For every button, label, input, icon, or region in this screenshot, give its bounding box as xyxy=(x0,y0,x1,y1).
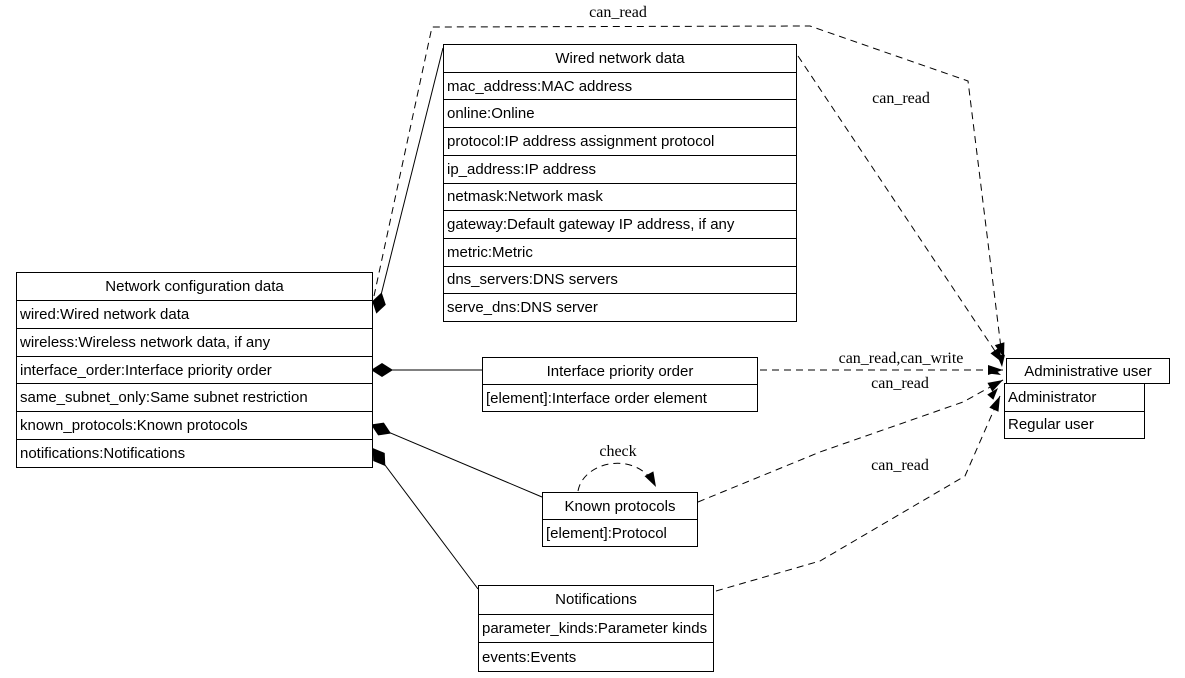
edge-label-can-read-top: can_read xyxy=(589,4,647,21)
arrowhead-icon xyxy=(988,366,1001,375)
node-title: Wired network data xyxy=(555,49,685,67)
attribute-row: [element]:Protocol xyxy=(543,519,697,546)
attribute-row: Administrator xyxy=(1008,388,1097,406)
arrowhead-icon xyxy=(994,342,1005,358)
interface-priority-node: Interface priority order [element]:Inter… xyxy=(482,357,758,412)
wired-network-node: Wired network data mac_address:MAC addre… xyxy=(443,44,797,322)
node-title: Interface priority order xyxy=(546,362,694,380)
attribute-row: protocol:IP address assignment protocol xyxy=(444,127,796,155)
edge-comp-wired xyxy=(378,47,444,304)
node-title: Known protocols xyxy=(564,497,676,515)
arrowhead-icon xyxy=(989,396,1000,412)
attribute-row: Regular user xyxy=(1005,410,1144,439)
attribute-row: ip_address:IP address xyxy=(444,154,796,183)
edge-notifications-canread xyxy=(715,395,1001,592)
attribute-row: online:Online xyxy=(444,99,796,127)
node-title: Administrative user xyxy=(1024,362,1152,380)
attribute-row: interface_order:Interface priority order xyxy=(17,355,372,384)
node-title: Notifications xyxy=(555,591,637,609)
edge-comp-knownprotocols xyxy=(380,428,543,498)
attribute-row: parameter_kinds:Parameter kinds xyxy=(479,613,713,643)
edge-label-can-read-notifications: can_read xyxy=(871,457,929,474)
attribute-row: serve_dns:DNS server xyxy=(444,293,796,321)
attribute-row: wireless:Wireless network data, if any xyxy=(17,327,372,356)
composition-diamond-icon xyxy=(371,363,393,377)
admin-user-roles-node: Administrator Regular user xyxy=(1004,383,1145,439)
notifications-node: Notifications parameter_kinds:Parameter … xyxy=(478,585,714,672)
attribute-row: known_protocols:Known protocols xyxy=(17,411,372,439)
composition-diamond-icon xyxy=(370,422,392,436)
arrowhead-icon xyxy=(987,380,1003,392)
composition-diamond-icon xyxy=(372,447,386,467)
network-config-node: Network configuration data wired:Wired n… xyxy=(16,272,373,468)
edge-label-can-read-wired: can_read xyxy=(872,90,930,107)
edge-label-can-read-known: can_read xyxy=(871,375,929,392)
attribute-row: netmask:Network mask xyxy=(444,182,796,211)
arrowhead-icon xyxy=(644,471,656,487)
attribute-row: notifications:Notifications xyxy=(17,439,372,467)
edge-check-selfloop xyxy=(577,462,653,492)
attribute-row: events:Events xyxy=(479,642,713,671)
attribute-row: mac_address:MAC address xyxy=(444,71,796,100)
attribute-row: metric:Metric xyxy=(444,237,796,266)
attribute-row: gateway:Default gateway IP address, if a… xyxy=(444,210,796,238)
edge-label-check: check xyxy=(599,443,637,460)
edge-wired-canread xyxy=(797,55,1004,364)
attribute-row: wired:Wired network data xyxy=(17,299,372,328)
edge-netconfig-canread xyxy=(373,25,1005,359)
edge-comp-notifications xyxy=(378,456,479,590)
composition-diamond-icon xyxy=(372,292,386,314)
admin-user-title-node: Administrative user xyxy=(1006,358,1170,384)
edge-knownprotocols-canread xyxy=(697,379,1004,503)
known-protocols-node: Known protocols [element]:Protocol xyxy=(542,492,698,547)
attribute-row: [element]:Interface order element xyxy=(483,384,757,411)
arrowhead-icon xyxy=(996,354,1005,367)
attribute-row: same_subnet_only:Same subnet restriction xyxy=(17,383,372,411)
edge-label-can-read-write: can_read,can_write xyxy=(838,350,964,367)
attribute-row: dns_servers:DNS servers xyxy=(444,265,796,294)
arrowhead-icon xyxy=(987,388,998,400)
node-title: Network configuration data xyxy=(105,277,284,295)
